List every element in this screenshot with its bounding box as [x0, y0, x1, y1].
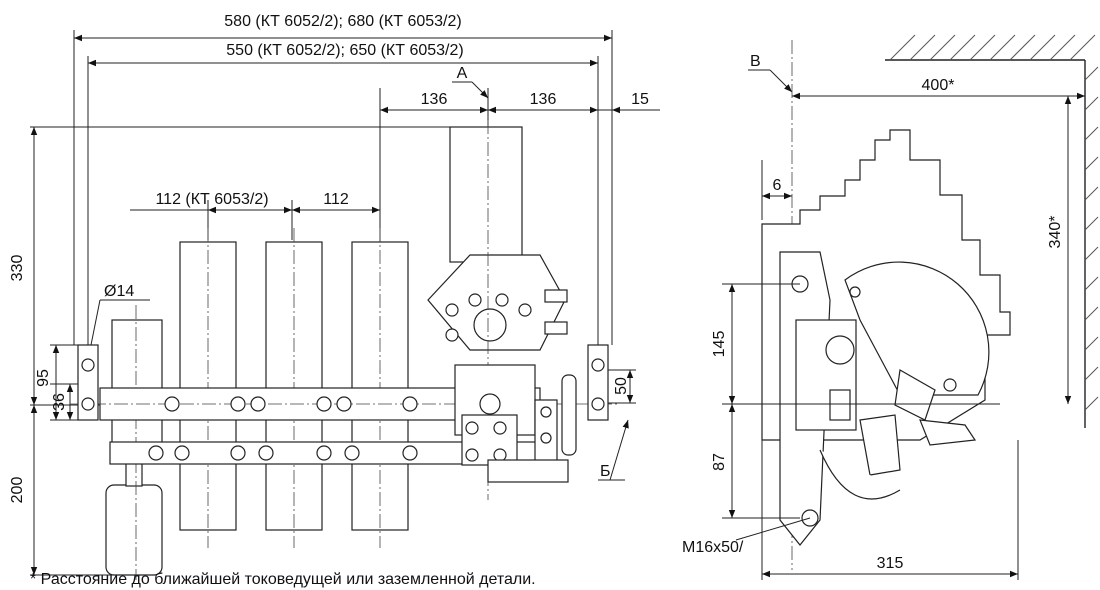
dim-6: 6	[773, 177, 782, 194]
dim-145: 145	[711, 331, 728, 358]
footnote: * Расстояние до ближайшей токоведущей ил…	[30, 571, 536, 588]
front-view: 580 (КТ 6052/2); 680 (КТ 6053/2) 550 (КТ…	[9, 13, 660, 580]
dim-112-first: 112 (КТ 6053/2)	[155, 191, 268, 208]
dim-200-label: 200	[9, 477, 26, 504]
dim-136-right: 136	[530, 91, 557, 108]
left-drive-body	[111, 319, 163, 451]
view-label-v: В	[750, 53, 761, 70]
view-label-b: Б	[600, 463, 611, 480]
dim-330-label: 330	[9, 255, 26, 282]
dim-400: 400*	[922, 77, 955, 94]
dim-112-second: 112	[323, 191, 349, 208]
dim-87: 87	[711, 453, 728, 471]
mechanism-tower	[449, 126, 523, 263]
view-label-a: А	[457, 65, 468, 82]
dim-330: 330	[9, 126, 460, 405]
dim-112-row: 112 (КТ 6053/2) 112	[130, 191, 380, 240]
dim-inner-width-label: 550 (КТ 6052/2); 650 (КТ 6053/2)	[226, 42, 463, 59]
dim-136-left: 136	[421, 91, 448, 108]
left-drive-weight	[105, 484, 163, 576]
dim-inner-width: 550 (КТ 6052/2); 650 (КТ 6053/2)	[87, 42, 599, 345]
dim-overall-width-label: 580 (КТ 6052/2); 680 (КТ 6053/2)	[224, 13, 461, 30]
dim-340: 340*	[1047, 216, 1064, 249]
view-label-b-group: Б	[598, 419, 629, 481]
dim-15: 15	[631, 91, 649, 108]
dim-36-label: 36	[51, 393, 68, 411]
side-view: В 400* 340* 6	[682, 34, 1099, 580]
shaft-bolts	[148, 396, 418, 461]
wall-hatch	[885, 34, 1099, 428]
dim-50-label: 50	[613, 377, 630, 395]
thread-label: М16х50/	[682, 539, 744, 556]
dim-95-label: 95	[35, 369, 52, 387]
dim-hole-label: Ø14	[104, 283, 134, 300]
dim-315: 315	[877, 555, 904, 572]
dim-overall-width: 580 (КТ 6052/2); 680 (КТ 6053/2)	[73, 13, 613, 345]
arc-chute	[844, 261, 990, 396]
